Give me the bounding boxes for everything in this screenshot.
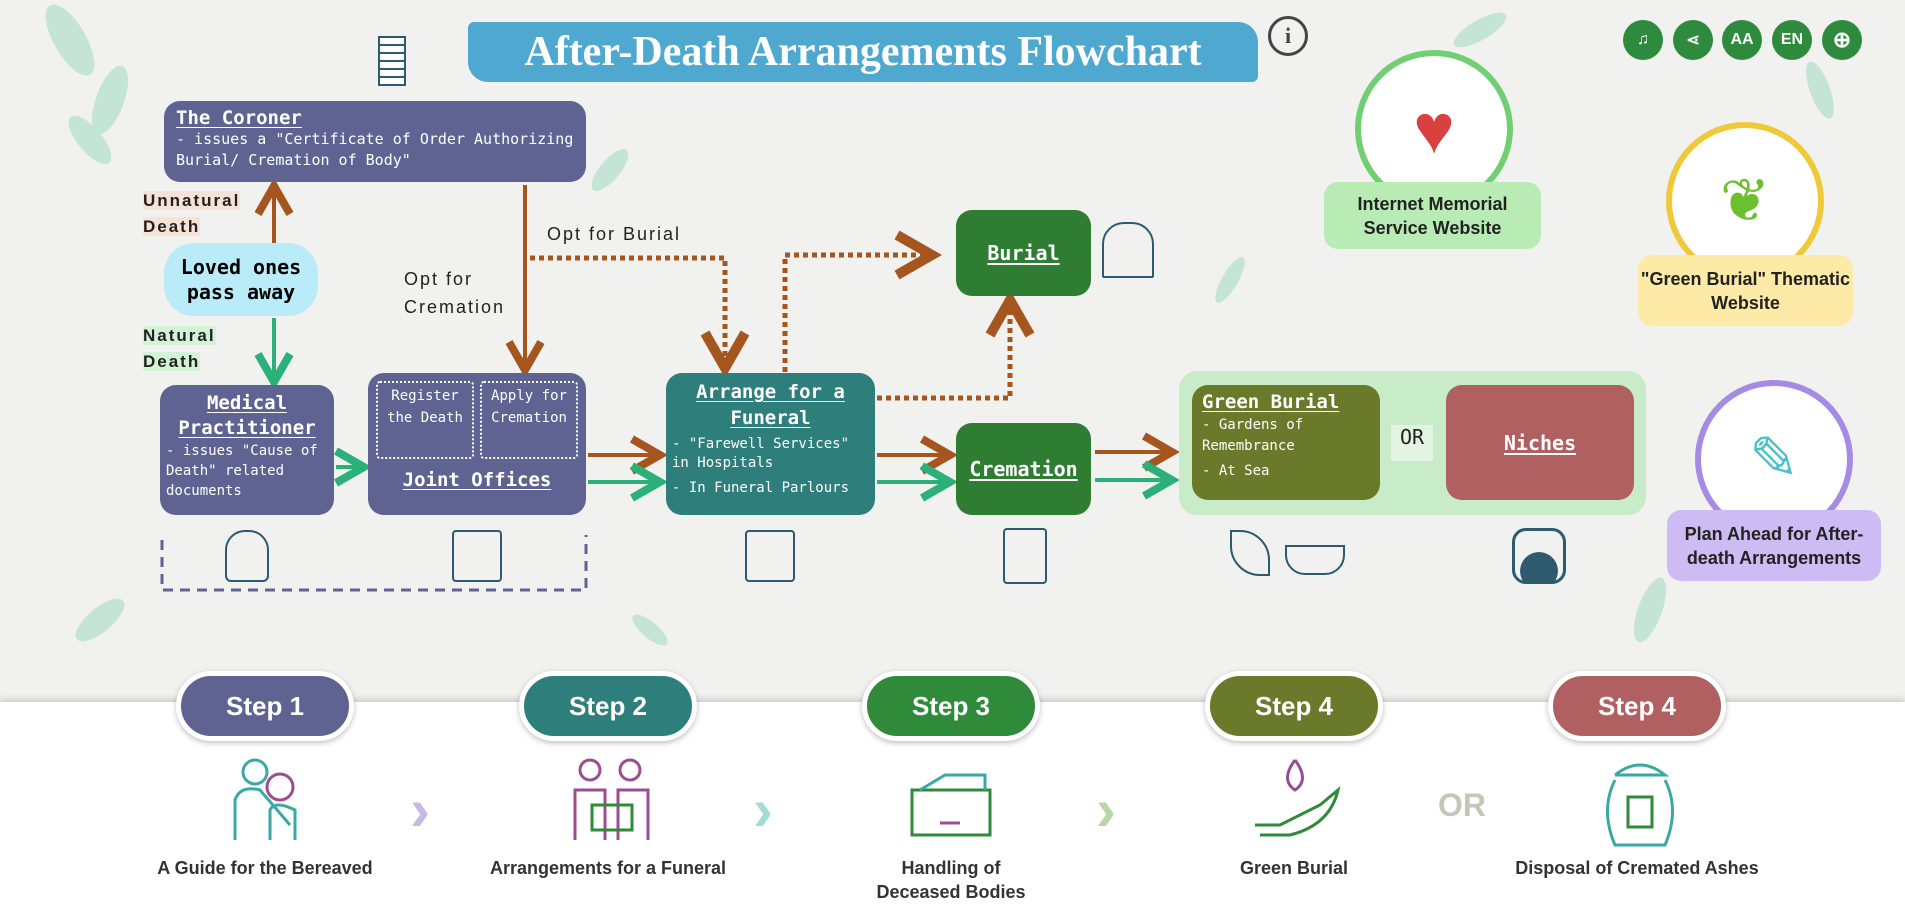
step-3-button[interactable]: Step 3 [862, 671, 1040, 741]
office-clerk-icon [452, 530, 502, 582]
natural-death-label: Natural Death [143, 326, 216, 371]
font-size-button[interactable]: AA [1722, 20, 1762, 60]
niches-box[interactable]: Niches [1446, 385, 1634, 500]
opt-burial-label: Opt for Burial [547, 224, 682, 244]
funeral-title: Arrange for a Funeral [696, 381, 845, 429]
chevron-right-icon: › [410, 776, 430, 843]
joint-group-outline [160, 535, 588, 592]
burial-title: Burial [987, 241, 1060, 265]
green-burial-hand-icon [1255, 759, 1341, 837]
cremation-furnace-icon [1003, 528, 1047, 584]
medical-title: Medical Practitioner [178, 392, 316, 439]
plan-ahead-link[interactable]: Plan Ahead for After-death Arrangements [1667, 510, 1881, 581]
green-burial-website-link[interactable]: "Green Burial" Thematic Website [1638, 255, 1853, 326]
font-size-label: AA [1730, 31, 1754, 48]
doctor-icon [225, 530, 269, 582]
cremation-title: Cremation [969, 457, 1078, 481]
apply-cremation-item[interactable]: Apply for Cremation [480, 381, 578, 459]
globe-icon[interactable]: ⊕ [1822, 20, 1862, 60]
tombstone-icon [1102, 222, 1154, 278]
chevron-right-icon: › [753, 776, 773, 843]
arrange-funeral-box[interactable]: Arrange for a Funeral - "Farewell Servic… [666, 373, 875, 515]
step-2-button[interactable]: Step 2 [519, 671, 697, 741]
green-burial-item: - At Sea [1202, 463, 1270, 479]
info-search-icon[interactable]: i [1268, 16, 1308, 56]
title-banner: After-Death Arrangements Flowchart [468, 22, 1258, 82]
step-2-caption[interactable]: Arrangements for a Funeral [489, 858, 727, 878]
niche-person-icon [1512, 528, 1566, 584]
green-burial-box[interactable]: Green Burial - Gardens of Remembrance - … [1192, 385, 1380, 500]
cremation-box[interactable]: Cremation [956, 423, 1091, 515]
funeral-service-icon [745, 530, 795, 582]
green-burial-title: Green Burial [1202, 391, 1340, 413]
language-label: EN [1780, 31, 1804, 48]
niches-title: Niches [1503, 430, 1577, 455]
joint-offices-box[interactable]: Register the Death Apply for Cremation J… [368, 373, 586, 515]
loved-ones-node: Loved ones pass away [164, 243, 318, 316]
coroner-title: The Coroner [176, 107, 302, 129]
step-3-caption[interactable]: Handling of Deceased Bodies [876, 858, 1026, 902]
certificate-icon [378, 36, 406, 86]
step-4-ashes-caption[interactable]: Disposal of Cremated Ashes [1515, 858, 1759, 878]
unnatural-death-label: Unnatural Death [143, 191, 241, 236]
burial-box[interactable]: Burial [956, 210, 1091, 296]
funeral-item: - In Funeral Parlours [672, 480, 850, 496]
joint-offices-title: Joint Offices [402, 469, 552, 491]
medical-text: - issues "Cause of Death" related docume… [166, 443, 318, 499]
language-button[interactable]: EN [1772, 20, 1812, 60]
step-4-green-caption[interactable]: Green Burial [1239, 858, 1349, 878]
step-1-button[interactable]: Step 1 [176, 671, 354, 741]
funeral-arrangements-icon [573, 758, 650, 840]
chevron-right-icon: › [1096, 776, 1116, 843]
register-death-item[interactable]: Register the Death [376, 381, 474, 459]
step-1-caption[interactable]: A Guide for the Bereaved [157, 858, 373, 878]
music-off-icon[interactable]: ♫ [1623, 20, 1663, 60]
share-icon[interactable]: ⋖ [1673, 20, 1713, 60]
bereaved-icon [233, 758, 297, 840]
medical-practitioner-box[interactable]: Medical Practitioner - issues "Cause of … [160, 385, 334, 515]
step-4-ashes-button[interactable]: Step 4 [1548, 671, 1726, 741]
or-label: OR [1391, 425, 1433, 461]
internet-memorial-link[interactable]: Internet Memorial Service Website [1324, 182, 1541, 249]
coroner-text: - issues a "Certificate of Order Authori… [176, 130, 574, 169]
page-title: After-Death Arrangements Flowchart [524, 29, 1202, 75]
deceased-body-icon [910, 773, 992, 837]
coroner-box[interactable]: The Coroner - issues a "Certificate of O… [164, 101, 586, 182]
green-burial-item: - Gardens of Remembrance [1202, 417, 1304, 454]
ship-icon [1285, 545, 1345, 575]
steps-or-label: OR [1438, 787, 1486, 823]
urn-icon [1606, 763, 1674, 847]
leaf-decorations [45, 4, 1834, 646]
step-4-green-button[interactable]: Step 4 [1205, 671, 1383, 741]
funeral-item: - "Farewell Services" in Hospitals [672, 436, 850, 471]
flow-arrows [160, 0, 1905, 592]
opt-cremation-label: Opt for Cremation [404, 269, 506, 317]
step-icons [233, 758, 1674, 847]
